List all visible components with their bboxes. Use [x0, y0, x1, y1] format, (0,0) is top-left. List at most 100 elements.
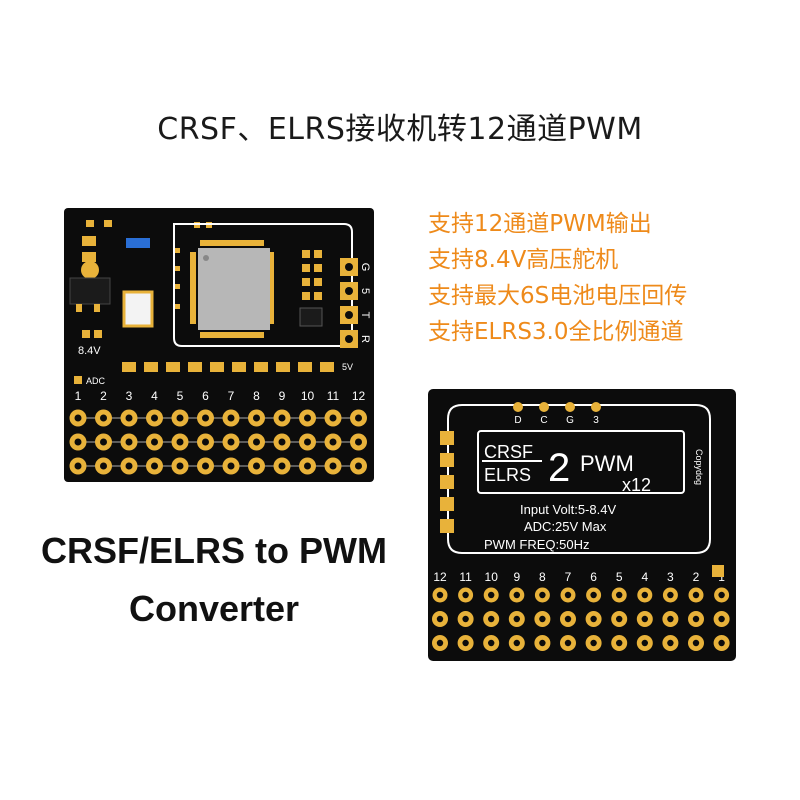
pad-hole — [202, 414, 209, 422]
pad-hole — [100, 414, 107, 422]
pad-hole — [176, 462, 184, 470]
pad-hole — [74, 414, 82, 422]
pad-hole — [539, 591, 546, 599]
pad-hole — [304, 438, 311, 446]
feature-item: 支持8.4V高压舵机 — [428, 247, 619, 273]
channel-label: 1 — [75, 389, 82, 403]
pad-hole — [278, 462, 286, 470]
page-title: CRSF、ELRS接收机转12通道PWM — [157, 112, 643, 147]
top-pin-label: G — [566, 415, 574, 426]
resistor-row — [122, 362, 334, 372]
resistor — [320, 362, 334, 372]
channel-label: 6 — [202, 389, 209, 403]
pad-hole — [151, 462, 158, 470]
mcu-pins — [190, 240, 274, 338]
logo-number: 2 — [548, 446, 570, 490]
pad-hole — [436, 639, 444, 647]
english-title-line: Converter — [128, 588, 300, 629]
channel-label: 11 — [459, 570, 472, 584]
top-pin — [539, 402, 549, 412]
pad-hole — [641, 591, 648, 599]
resistor — [144, 362, 158, 372]
pad-hole — [488, 615, 495, 623]
top-pin — [591, 402, 601, 412]
feature-item: 支持ELRS3.0全比例通道 — [428, 319, 684, 345]
resistor — [254, 362, 268, 372]
pad-hole — [355, 438, 362, 446]
logo-line1: CRSF — [484, 442, 533, 462]
pad-hole — [176, 414, 184, 422]
pad-hole — [355, 414, 362, 422]
channel-label: 2 — [100, 389, 107, 403]
pad-hole — [329, 462, 337, 470]
pad-hole — [590, 615, 597, 623]
pad-hole — [100, 462, 107, 470]
pad-hole — [641, 615, 648, 623]
channel-label: 4 — [641, 570, 648, 584]
side-label: T — [359, 312, 371, 319]
top-pin-label: D — [514, 415, 521, 426]
top-pin-label: 3 — [593, 415, 599, 426]
pad-hole — [436, 591, 444, 599]
channel-label: 9 — [279, 389, 286, 403]
pad-hole — [74, 462, 82, 470]
channel-label: 4 — [151, 389, 158, 403]
pad-hole — [539, 639, 546, 647]
channel-label: 8 — [253, 389, 260, 403]
channel-label: 12 — [433, 570, 447, 584]
pad-hole — [488, 591, 495, 599]
resistor — [298, 362, 312, 372]
top-pin — [513, 402, 523, 412]
channel-label: 7 — [228, 389, 235, 403]
pad-hole — [227, 438, 235, 446]
side-label: R — [359, 335, 371, 343]
pad-hole — [125, 414, 133, 422]
pad-hole — [667, 639, 674, 647]
pad-hole — [304, 414, 311, 422]
pad-hole — [616, 615, 623, 623]
pad-hole — [436, 615, 444, 623]
feature-item: 支持最大6S电池电压回传 — [428, 283, 688, 309]
pad-hole — [513, 615, 520, 623]
pad-hole — [125, 462, 133, 470]
pad-hole — [304, 462, 311, 470]
channel-label: 12 — [352, 389, 366, 403]
resistor — [232, 362, 246, 372]
side-label: 5 — [359, 288, 371, 294]
mcu-chip — [198, 248, 270, 330]
adc-label: ADC — [86, 376, 106, 386]
pad-hole — [462, 615, 469, 623]
brand-label: Copydog — [694, 449, 704, 485]
pad-hole — [278, 414, 286, 422]
square-pad — [712, 565, 724, 577]
pad-hole — [125, 438, 133, 446]
pad-hole — [692, 615, 700, 623]
pwm-count: x12 — [622, 475, 651, 495]
channel-label: 5 — [616, 570, 623, 584]
feature-item: 支持12通道PWM输出 — [428, 211, 652, 237]
pad-hole — [513, 639, 520, 647]
channel-label: 10 — [485, 570, 499, 584]
pad-hole — [616, 639, 623, 647]
pad-hole — [718, 639, 725, 647]
pad-hole — [202, 462, 209, 470]
channel-label: 3 — [667, 570, 674, 584]
logo-line2: ELRS — [484, 465, 531, 485]
spec-line: PWM FREQ:50Hz — [484, 537, 589, 552]
channel-label: 6 — [590, 570, 597, 584]
top-pin — [565, 402, 575, 412]
pad-hole — [253, 414, 260, 422]
pad-hole — [590, 639, 597, 647]
pad-hole — [667, 591, 674, 599]
pad-hole — [539, 615, 546, 623]
pad-hole — [692, 591, 700, 599]
pad-hole — [227, 414, 235, 422]
side-label: G — [359, 263, 371, 272]
pad-hole — [100, 438, 107, 446]
pad-hole — [488, 639, 495, 647]
pad-hole — [151, 414, 158, 422]
pad-hole — [278, 438, 286, 446]
pad-hole — [564, 639, 572, 647]
